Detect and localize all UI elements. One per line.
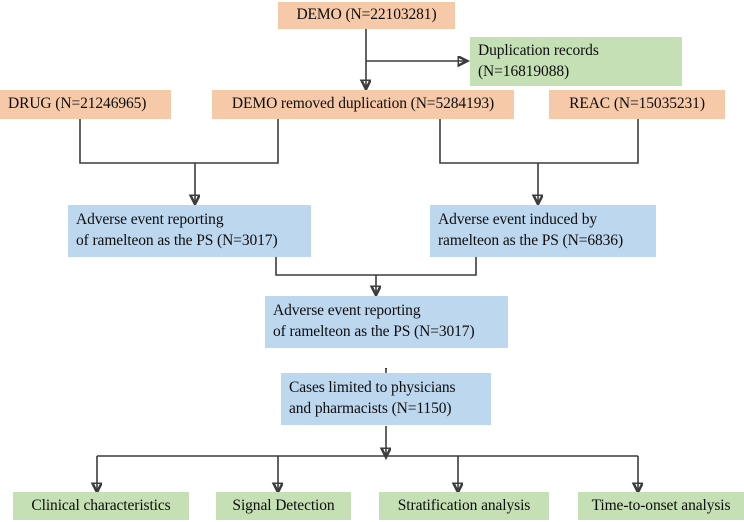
node-demo[interactable]: DEMO (N=22103281) xyxy=(278,2,455,29)
node-ae-reporting-left[interactable]: Adverse event reporting of ramelteon as … xyxy=(68,205,311,257)
node-ae-induced-right[interactable]: Adverse event induced by ramelteon as th… xyxy=(430,205,656,257)
node-ae-reporting-left-line1: Adverse event reporting xyxy=(76,211,224,229)
node-demo-removed-line1: DEMO removed duplication (N=5284193) xyxy=(231,95,495,113)
node-clinical-characteristics-line1: Clinical characteristics xyxy=(31,496,171,514)
node-signal-detection-line1: Signal Detection xyxy=(232,496,335,514)
node-duplication-line2: (N=16819088) xyxy=(478,62,570,80)
node-reac[interactable]: REAC (N=15035231) xyxy=(549,90,725,119)
node-clinical-characteristics[interactable]: Clinical characteristics xyxy=(13,492,189,520)
node-stratification-analysis-line1: Stratification analysis xyxy=(397,496,531,514)
node-ae-induced-right-line2: ramelteon as the PS (N=6836) xyxy=(438,232,624,249)
connector-right-merge xyxy=(439,119,639,164)
node-ae-reporting-merged-line2: of ramelteon as the PS (N=3017) xyxy=(273,323,475,340)
node-cases-limited-line1: Cases limited to physicians xyxy=(289,379,456,397)
node-demo-line1: DEMO (N=22103281) xyxy=(296,6,437,24)
node-stratification-analysis[interactable]: Stratification analysis xyxy=(379,492,549,520)
node-ae-reporting-merged-line1: Adverse event reporting xyxy=(273,302,421,320)
node-time-to-onset-analysis-line1: Time-to-onset analysis xyxy=(591,496,731,514)
node-cases-limited-line2: and pharmacists (N=1150) xyxy=(289,400,452,417)
node-reac-line1: REAC (N=15035231) xyxy=(569,95,705,113)
node-duplication-line1: Duplication records xyxy=(478,41,599,59)
node-duplication-records[interactable]: Duplication records (N=16819088) xyxy=(470,37,682,86)
connector-blue-merge xyxy=(275,257,477,276)
node-ae-induced-right-line1: Adverse event induced by xyxy=(438,211,598,229)
connector-left-merge xyxy=(79,119,279,164)
node-cases-limited[interactable]: Cases limited to physicians and pharmaci… xyxy=(281,373,491,425)
node-ae-reporting-merged[interactable]: Adverse event reporting of ramelteon as … xyxy=(265,296,508,348)
node-time-to-onset-analysis[interactable]: Time-to-onset analysis xyxy=(578,492,744,520)
node-drug[interactable]: DRUG (N=21246965) xyxy=(0,90,171,119)
node-signal-detection[interactable]: Signal Detection xyxy=(216,492,351,520)
node-demo-removed-duplication[interactable]: DEMO removed duplication (N=5284193) xyxy=(212,90,514,119)
node-ae-reporting-left-line2: of ramelteon as the PS (N=3017) xyxy=(76,232,278,249)
node-drug-line1: DRUG (N=21246965) xyxy=(8,95,147,113)
